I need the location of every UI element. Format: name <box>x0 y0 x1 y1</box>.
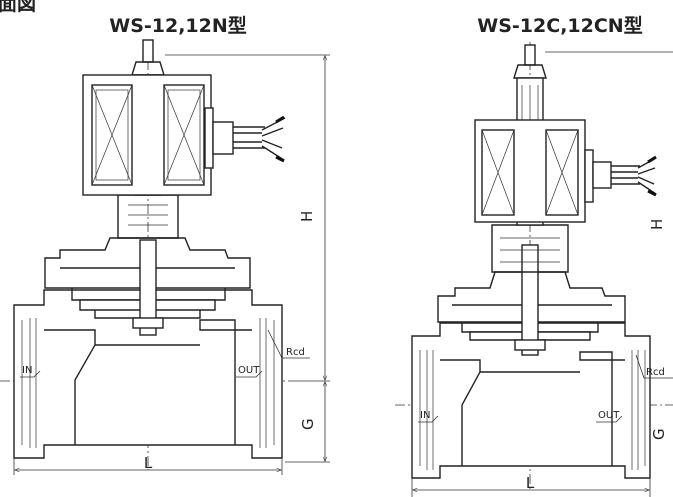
dimension-h: H <box>545 51 673 230</box>
svg-text:IN: IN <box>22 365 32 376</box>
svg-text:G: G <box>650 428 668 440</box>
lead-wire <box>204 107 286 169</box>
flow-label-in: IN <box>418 410 439 423</box>
flow-label-in: IN <box>20 365 41 378</box>
svg-text:L: L <box>526 474 535 492</box>
svg-text:G: G <box>299 418 317 430</box>
svg-text:Rcd: Rcd <box>646 367 665 378</box>
solenoid-coil <box>82 74 212 196</box>
svg-text:OUT: OUT <box>598 410 620 421</box>
thread-label: Rcd <box>267 329 310 359</box>
solenoid-coil <box>474 119 586 223</box>
svg-text:OUT: OUT <box>238 365 260 376</box>
svg-text:L: L <box>144 454 153 472</box>
svg-text:H: H <box>648 219 666 230</box>
lead-wire <box>584 149 657 203</box>
flow-label-out: OUT <box>596 410 623 423</box>
section-label: 面図 <box>0 0 36 15</box>
dimension-l: L <box>13 454 283 475</box>
svg-text:H: H <box>298 211 316 222</box>
dimension-h: H <box>165 54 330 382</box>
dimension-g: G <box>650 428 668 440</box>
view-ws-12c: WS-12C,12CN型 <box>395 14 673 497</box>
thread-label: Rcd <box>635 354 673 379</box>
view-ws-12: WS-12,12N型 <box>0 14 330 475</box>
view-title: WS-12C,12CN型 <box>477 14 642 37</box>
svg-text:Rcd: Rcd <box>286 347 305 358</box>
flow-label-out: OUT <box>236 365 263 378</box>
valve-body <box>13 289 283 459</box>
view-title: WS-12,12N型 <box>109 14 247 37</box>
svg-text:IN: IN <box>420 410 430 421</box>
dimension-l: L <box>411 474 651 497</box>
dimension-g: G <box>285 382 330 463</box>
